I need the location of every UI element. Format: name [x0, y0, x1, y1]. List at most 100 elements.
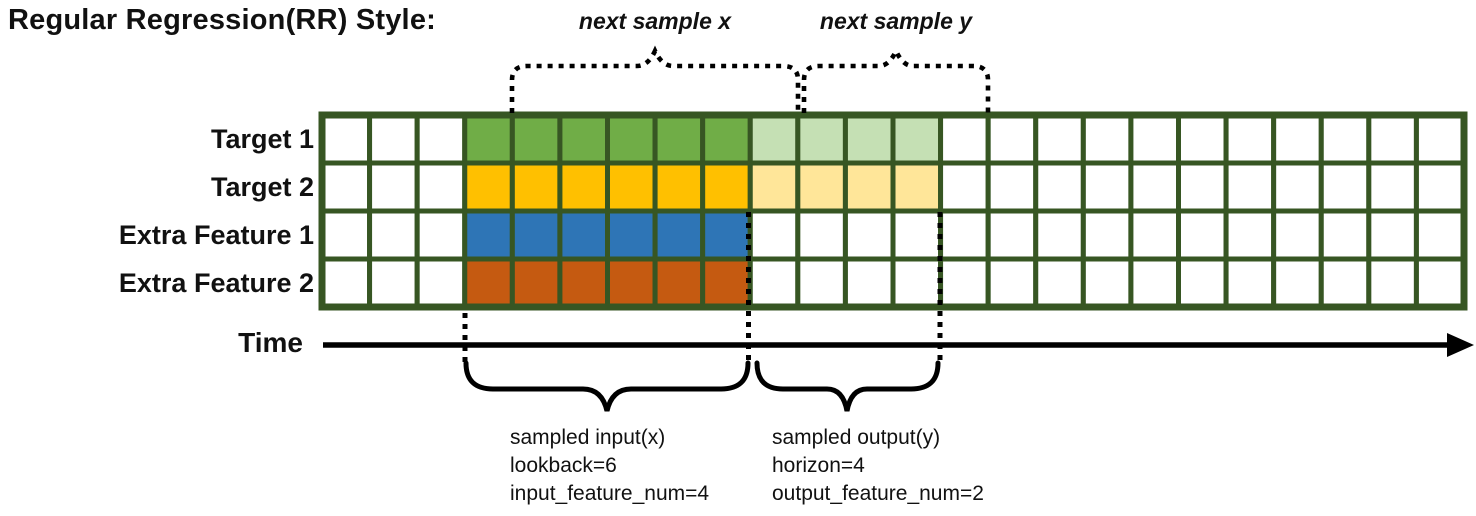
grid-cell [938, 112, 991, 166]
grid-cell [509, 112, 563, 166]
grid-cell [795, 256, 848, 310]
sampled-output-note: sampled output(y) horizon=4 output_featu… [772, 424, 984, 508]
grid-cell [462, 160, 515, 214]
grid-cell [509, 256, 563, 310]
output-feature-num-value: output_feature_num=2 [772, 482, 984, 505]
grid-cell [1271, 112, 1324, 166]
grid-cell [605, 208, 658, 262]
grid-cell [1033, 208, 1086, 262]
grid-cell [319, 160, 373, 214]
sample-grid [319, 112, 1467, 310]
grid-cell [890, 256, 944, 310]
sampled-output-brace [754, 360, 941, 412]
grid-cell [890, 208, 944, 262]
grid-cell [890, 112, 944, 166]
grid-cell [890, 160, 944, 214]
grid-cell [1223, 112, 1277, 166]
grid-cell [1318, 256, 1372, 310]
grid-cell [462, 112, 515, 166]
grid-cell [938, 160, 991, 214]
time-axis-label: Time [238, 327, 303, 358]
lookback-value: lookback=6 [510, 454, 617, 477]
grid-cell [747, 160, 801, 214]
grid-cell [1128, 208, 1182, 262]
grid-cell [1271, 160, 1324, 214]
grid-cell [319, 112, 373, 166]
grid-cell [1223, 256, 1277, 310]
sampled-input-title: sampled input(x) [510, 426, 666, 449]
next-sample-y-label: next sample y [819, 8, 973, 34]
grid-cell [1366, 208, 1419, 262]
grid-cell [1318, 112, 1372, 166]
grid-cell [1176, 208, 1229, 262]
grid-cell [367, 160, 420, 214]
grid-cell [1318, 208, 1372, 262]
sampled-input-brace [463, 360, 751, 412]
time-axis-arrowhead-icon [1447, 333, 1474, 357]
next-sample-x-label: next sample x [578, 8, 732, 34]
grid-cell [1318, 160, 1372, 214]
grid-cell [842, 160, 896, 214]
grid-cell [985, 256, 1039, 310]
grid-outer-border [318, 111, 1468, 311]
grid-cell [652, 160, 706, 214]
grid-cell [319, 256, 373, 310]
grid-cell [605, 160, 658, 214]
grid-cell [1366, 256, 1419, 310]
grid-cell [557, 208, 610, 262]
grid-cell [938, 256, 991, 310]
next-sample-y-brace [801, 45, 991, 113]
grid-cell [1176, 112, 1229, 166]
grid-cell [747, 208, 801, 262]
grid-cell [1033, 256, 1086, 310]
grid-cell [1176, 160, 1229, 214]
grid-cell [842, 256, 896, 310]
grid-cell [605, 256, 658, 310]
next-sample-x-brace [509, 45, 801, 113]
horizon-value: horizon=4 [772, 454, 865, 477]
grid-cell [842, 112, 896, 166]
row-label-target-1: Target 1 [210, 124, 314, 154]
sampled-input-note: sampled input(x) lookback=6 input_featur… [510, 424, 709, 508]
grid-cell [1223, 160, 1277, 214]
grid-cell [1080, 256, 1134, 310]
row-label-target-2: Target 2 [210, 172, 314, 202]
grid-cell [1128, 160, 1182, 214]
grid-cell [1080, 112, 1134, 166]
grid-cell [1176, 256, 1229, 310]
grid-cell [1366, 112, 1419, 166]
input-feature-num-value: input_feature_num=4 [510, 482, 710, 505]
grid-cell [1413, 208, 1467, 262]
grid-cell [414, 160, 468, 214]
grid-cell [414, 112, 468, 166]
grid-cell [1033, 160, 1086, 214]
page-title: Regular Regression(RR) Style: [8, 4, 436, 36]
grid-cell [367, 112, 420, 166]
grid-cell [557, 112, 610, 166]
grid-cell [414, 208, 468, 262]
grid-cell [985, 208, 1039, 262]
grid-cell [605, 112, 658, 166]
grid-cell [557, 256, 610, 310]
grid-cell [1033, 112, 1086, 166]
grid-cell [1080, 160, 1134, 214]
grid-cell [842, 208, 896, 262]
grid-cell [557, 160, 610, 214]
grid-cell [700, 256, 753, 310]
grid-cell [509, 160, 563, 214]
grid-cell [1413, 112, 1467, 166]
grid-cell [1413, 256, 1467, 310]
grid-cell [938, 208, 991, 262]
grid-cell [1271, 208, 1324, 262]
grid-cell [795, 112, 848, 166]
grid-cell [1271, 256, 1324, 310]
grid-cell [795, 160, 848, 214]
row-label-extra-feature-2: Extra Feature 2 [118, 268, 314, 298]
grid-cell [700, 112, 753, 166]
sampled-output-title: sampled output(y) [772, 426, 941, 449]
grid-cell [652, 256, 706, 310]
grid-cell [985, 112, 1039, 166]
grid-cell [985, 160, 1039, 214]
